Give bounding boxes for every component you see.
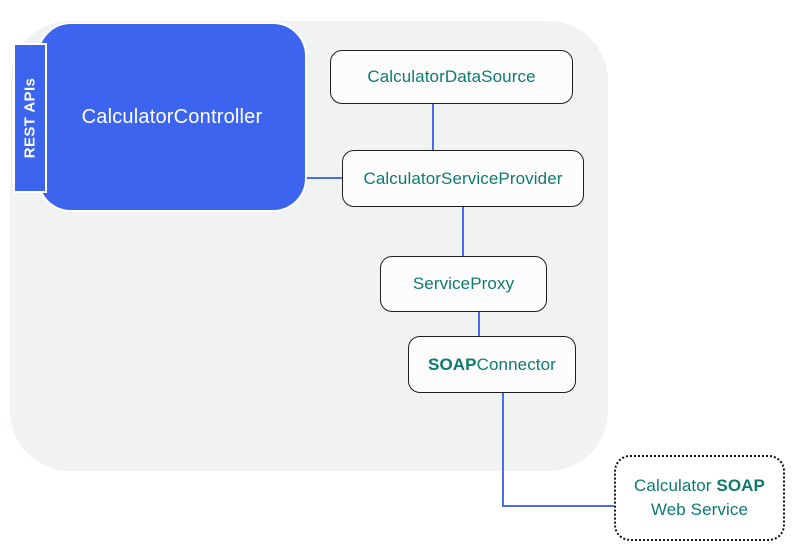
node-calculator-soap-web-service-line1: Calculator SOAP — [634, 474, 765, 498]
node-service-proxy-label: ServiceProxy — [412, 274, 515, 293]
rest-apis-label: REST APIs — [21, 77, 39, 159]
connector-soapconnector-webservice — [502, 505, 614, 507]
node-calculator-controller: CalculatorController — [37, 22, 307, 212]
node-calculator-controller-label: CalculatorController — [81, 105, 263, 128]
web-service-label-regular: Calculator — [634, 476, 717, 495]
node-soap-connector-label: SOAPConnector — [428, 355, 556, 375]
node-calculator-soap-web-service: Calculator SOAP Web Service — [614, 455, 785, 541]
rest-apis-tag: REST APIs — [13, 43, 47, 193]
connector-soapconnector-vertical — [502, 393, 504, 507]
node-calculator-service-provider-label: CalculatorServiceProvider — [363, 168, 563, 188]
connector-provider-proxy — [462, 207, 464, 256]
node-calculator-data-source: CalculatorDataSource — [330, 50, 573, 104]
web-service-label-bold: SOAP — [716, 476, 765, 495]
node-calculator-service-provider: CalculatorServiceProvider — [342, 150, 584, 207]
node-soap-connector: SOAPConnector — [408, 336, 576, 393]
connector-controller-provider — [307, 177, 342, 179]
node-soap-connector-label-regular: Connector — [476, 354, 556, 374]
node-service-proxy: ServiceProxy — [380, 256, 547, 312]
node-calculator-data-source-label: CalculatorDataSource — [367, 67, 536, 86]
node-calculator-soap-web-service-line2: Web Service — [650, 500, 749, 519]
node-soap-connector-label-bold: SOAP — [428, 354, 477, 374]
connector-proxy-soapconnector — [478, 312, 480, 336]
connector-datasource-provider — [432, 104, 434, 150]
